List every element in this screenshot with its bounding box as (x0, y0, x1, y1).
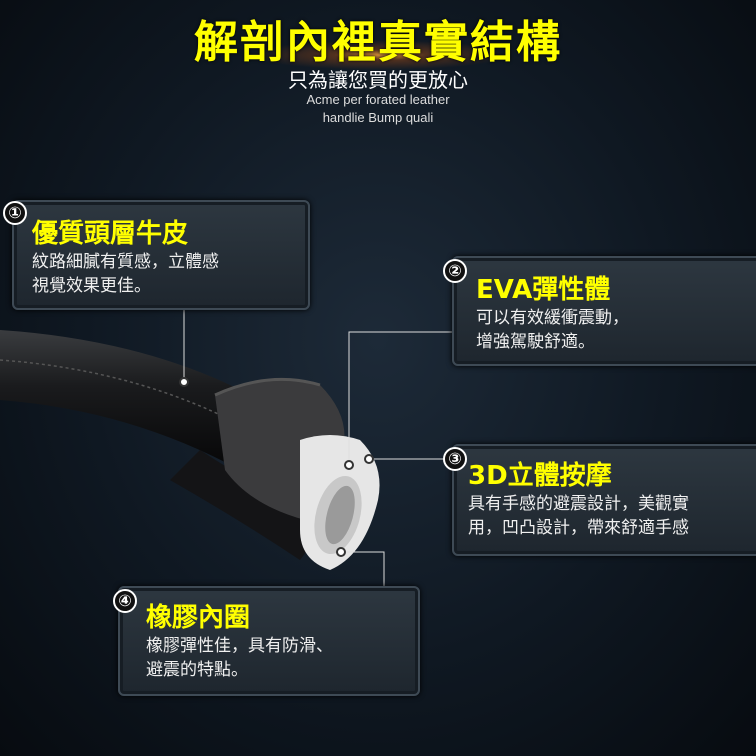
callout-text: 橡膠彈性佳，具有防滑、 (146, 636, 333, 656)
callout-3d-massage: 3D立體按摩 具有手感的避震設計，美觀實 用，凹凸設計，帶來舒適手感 (452, 444, 756, 556)
page-title: 解剖內裡真實結構 (194, 17, 562, 68)
title-glow (250, 40, 510, 70)
callout-text: 視覺效果更佳。 (32, 276, 151, 296)
callout-rubber: 橡膠內圈 橡膠彈性佳，具有防滑、 避震的特點。 (118, 586, 420, 696)
number-badge-4: ④ (113, 589, 137, 613)
callout-text: 紋路細膩有質感，立體感 (32, 252, 219, 272)
callout-text: 用，凹凸設計，帶來舒適手感 (468, 518, 689, 538)
subtitle: 只為讓您買的更放心 (288, 68, 468, 92)
callout-text: 可以有效緩衝震動， (476, 308, 629, 328)
callout-title: 橡膠內圈 (146, 603, 251, 633)
english-line-2: handlie Bump quali (322, 110, 434, 125)
callout-text: 具有手感的避震設計，美觀實 (468, 494, 689, 514)
callout-title: 優質頭層牛皮 (32, 219, 189, 249)
leather-cover (0, 330, 260, 470)
callout-title: EVA彈性體 (476, 275, 611, 305)
callout-leather: 優質頭層牛皮 紋路細膩有質感，立體感 視覺效果更佳。 (12, 200, 310, 310)
callout-text: 增強駕駛舒適。 (476, 332, 595, 352)
callout-text: 避震的特點。 (146, 660, 248, 680)
callout-eva: EVA彈性體 可以有效緩衝震動， 增強駕駛舒適。 (452, 256, 756, 366)
number-badge-3: ③ (443, 447, 467, 471)
number-badge-2: ② (443, 259, 467, 283)
english-line-1: Acme per forated leather (306, 92, 450, 107)
number-badge-1: ① (3, 201, 27, 225)
callout-title: 3D立體按摩 (468, 461, 612, 491)
